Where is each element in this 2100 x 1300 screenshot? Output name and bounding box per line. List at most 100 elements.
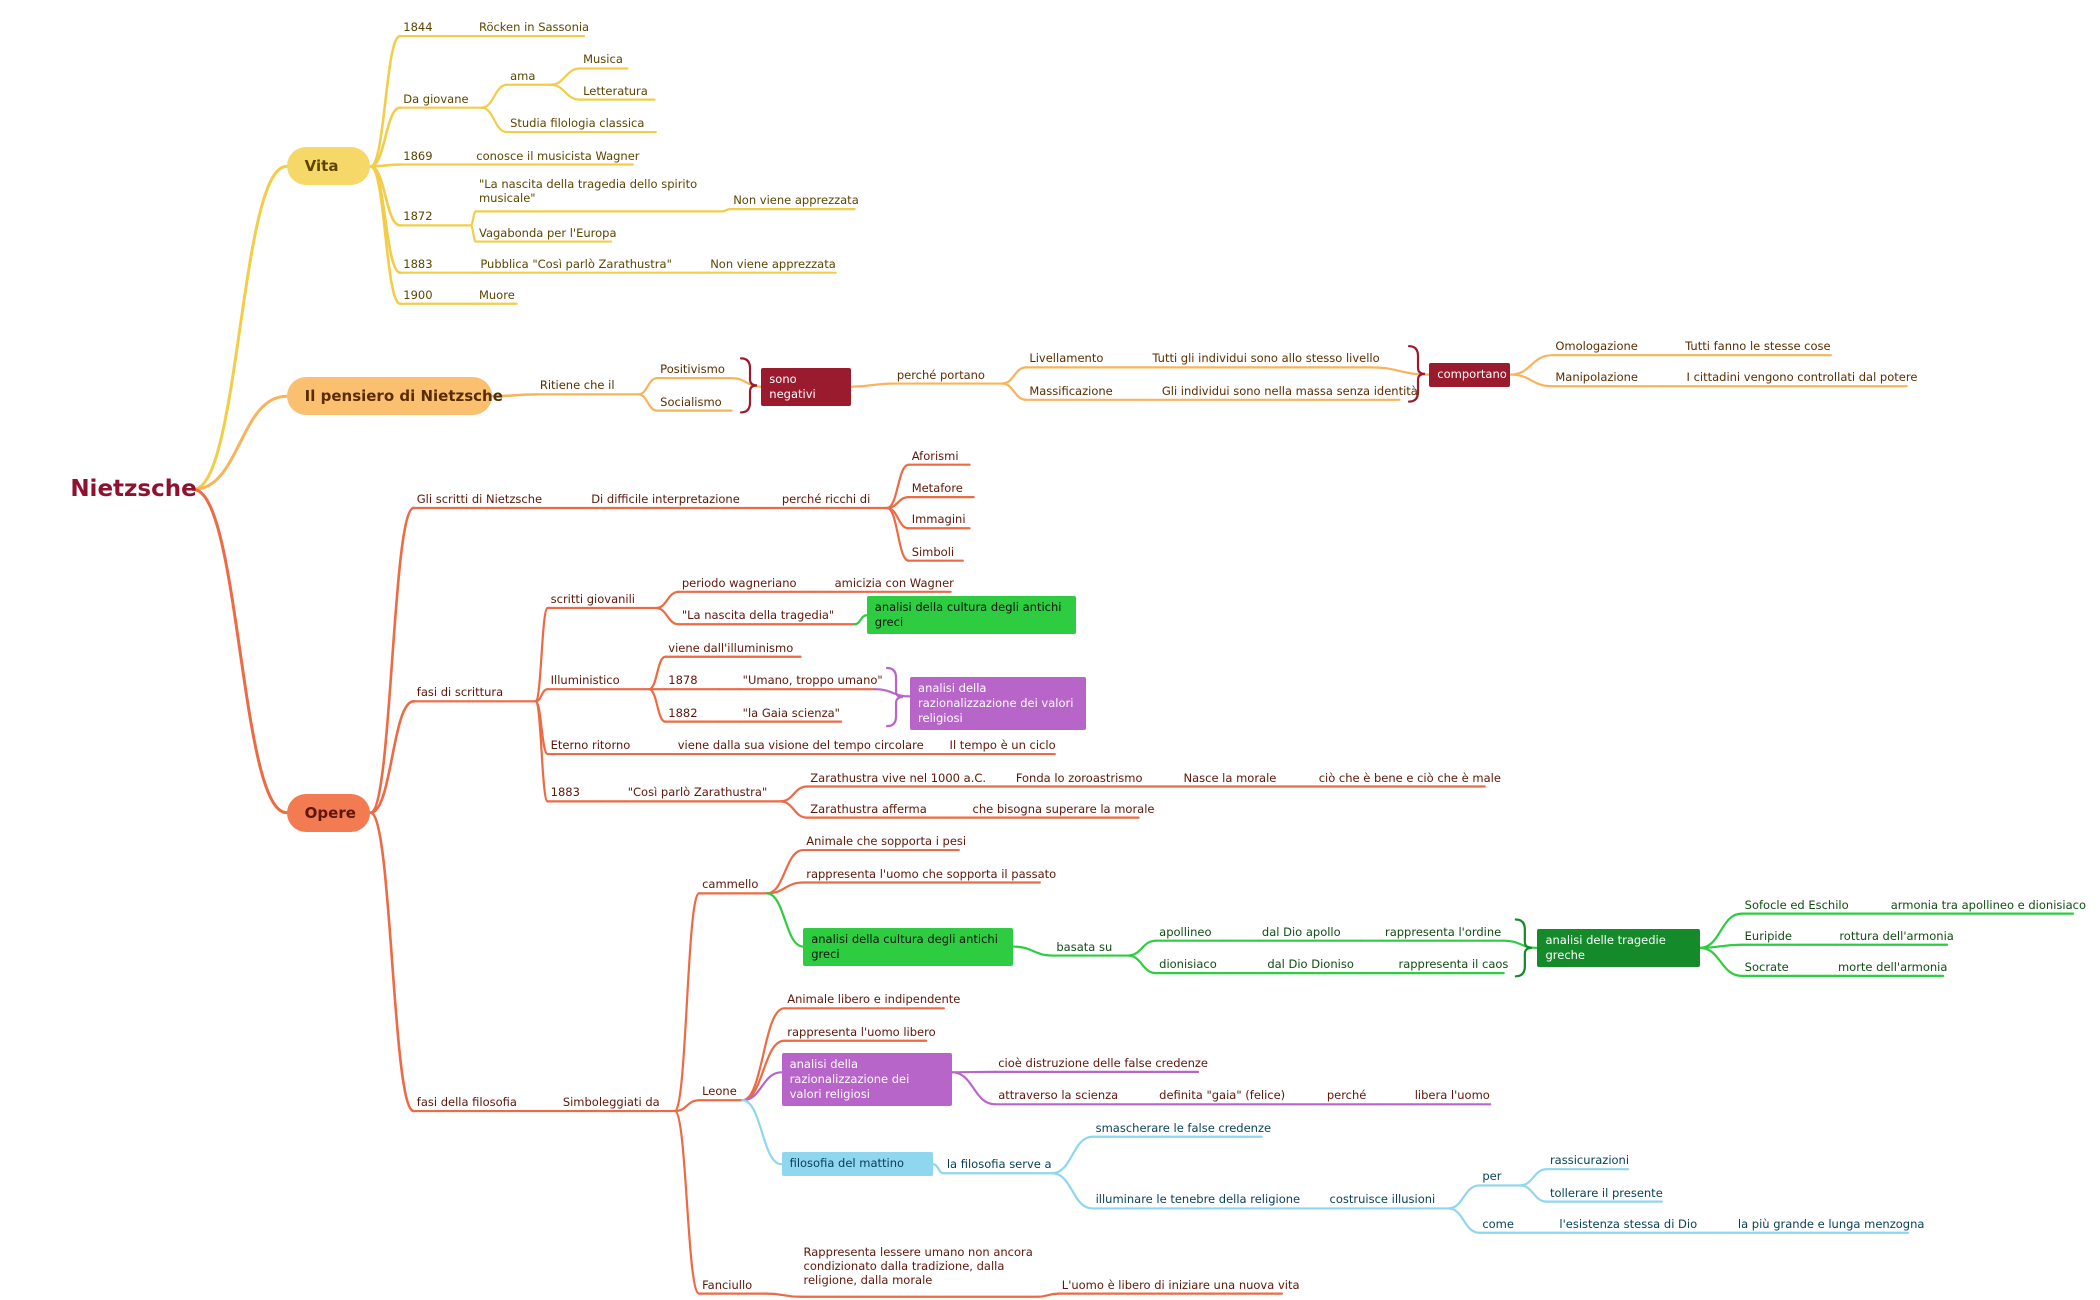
node-o9[interactable]: fasi di scrittura [416, 685, 504, 700]
node-o11[interactable]: periodo wagneriano [681, 575, 797, 590]
node-f11[interactable]: dionisiaco [1159, 957, 1217, 972]
node-o27[interactable]: Zarathustra vive nel 1000 a.C. [810, 770, 987, 785]
node-n5[interactable]: ama [510, 68, 536, 83]
node-f14[interactable]: analisi delle tragedie greche [1537, 928, 1700, 967]
node-n18[interactable]: 1900 [403, 287, 433, 302]
node-o21[interactable]: analisi della razionalizzazione dei valo… [910, 677, 1086, 731]
node-p5[interactable]: sono negativi [761, 367, 851, 406]
node-p15[interactable]: I cittadini vengono controllati dal pote… [1686, 370, 1918, 385]
node-f26[interactable]: attraverso la scienza [998, 1088, 1119, 1103]
node-f1[interactable]: fasi della filosofia [416, 1095, 517, 1110]
node-f32[interactable]: smascherare le false credenze [1095, 1120, 1272, 1135]
node-f30[interactable]: filosofia del mattino [781, 1152, 934, 1177]
node-n16[interactable]: Pubblica "Così parlò Zarathustra" [480, 256, 672, 271]
node-o26[interactable]: "Così parlò Zarathustra" [627, 785, 768, 800]
node-f38[interactable]: come [1482, 1216, 1514, 1231]
node-p6[interactable]: perché portano [896, 367, 985, 382]
node-f37[interactable]: tollerare il presente [1549, 1185, 1663, 1200]
node-f4[interactable]: Animale che sopporta i pesi [806, 834, 967, 849]
node-n1[interactable]: Vita [286, 147, 371, 186]
node-f29[interactable]: libera l'uomo [1414, 1088, 1490, 1103]
node-p1[interactable]: Il pensiero di Nietzsche [286, 377, 503, 416]
node-p8[interactable]: Tutti gli individui sono allo stesso liv… [1152, 351, 1380, 366]
node-f43[interactable]: L'uomo è libero di iniziare una nuova vi… [1061, 1277, 1300, 1292]
node-n19[interactable]: Muore [478, 287, 515, 302]
node-f27[interactable]: definita "gaia" (felice) [1159, 1088, 1286, 1103]
node-f28[interactable]: perché [1326, 1088, 1367, 1103]
node-f36[interactable]: rassicurazioni [1549, 1153, 1630, 1168]
node-f6[interactable]: analisi della cultura degli antichi grec… [803, 927, 1013, 966]
node-f19[interactable]: Socrate [1744, 959, 1789, 974]
node-o1[interactable]: Opere [286, 793, 371, 832]
node-o2[interactable]: Gli scritti di Nietzsche [416, 491, 543, 506]
node-o17[interactable]: 1878 [668, 673, 698, 688]
node-f35[interactable]: per [1482, 1169, 1502, 1184]
node-n8[interactable]: Studia filologia classica [510, 116, 645, 131]
node-f23[interactable]: rappresenta l'uomo libero [787, 1024, 936, 1039]
node-f16[interactable]: armonia tra apollineo e dionisiaco [1890, 897, 2086, 912]
node-p11[interactable]: comportano [1429, 362, 1511, 387]
root-node[interactable]: Nietzsche [70, 475, 197, 502]
node-p14[interactable]: Manipolazione [1555, 370, 1639, 385]
node-f17[interactable]: Euripide [1744, 928, 1793, 943]
node-f33[interactable]: illuminare le tenebre della religione [1095, 1192, 1301, 1207]
node-o19[interactable]: 1882 [668, 705, 698, 720]
node-o3[interactable]: Di difficile interpretazione [591, 491, 740, 506]
node-o20[interactable]: "la Gaia scienza" [742, 705, 840, 720]
node-f3[interactable]: cammello [702, 877, 759, 892]
node-o4[interactable]: perché ricchi di [781, 491, 871, 506]
node-n17[interactable]: Non viene apprezzata [710, 256, 836, 271]
node-f2[interactable]: Simboleggiati da [562, 1095, 660, 1110]
node-f10[interactable]: rappresenta l'ordine [1384, 924, 1502, 939]
node-o29[interactable]: Nasce la morale [1183, 770, 1277, 785]
node-o25[interactable]: 1883 [550, 785, 580, 800]
node-f39[interactable]: l'esistenza stessa di Dio [1559, 1216, 1698, 1231]
node-n2[interactable]: 1844 [403, 20, 433, 35]
node-p4[interactable]: Socialismo [660, 394, 722, 409]
node-n12[interactable]: "La nascita della tragedia dello spirito… [478, 177, 698, 206]
node-p10[interactable]: Gli individui sono nella massa senza ide… [1161, 383, 1418, 398]
node-f34[interactable]: costruisce illusioni [1329, 1192, 1436, 1207]
node-o28[interactable]: Fonda lo zoroastrismo [1015, 770, 1143, 785]
node-p2[interactable]: Ritiene che il [539, 378, 615, 393]
node-o30[interactable]: ciò che è bene e ciò che è male [1318, 770, 1501, 785]
node-o22[interactable]: Eterno ritorno [550, 738, 631, 753]
node-o7[interactable]: Immagini [911, 512, 966, 527]
node-p12[interactable]: Omologazione [1555, 339, 1638, 354]
node-f31[interactable]: la filosofia serve a [946, 1157, 1052, 1172]
node-n6[interactable]: Musica [583, 52, 623, 67]
node-o8[interactable]: Simboli [911, 544, 955, 559]
node-n14[interactable]: Vagabonda per l'Europa [478, 225, 617, 240]
node-f24[interactable]: analisi della razionalizzazione dei valo… [781, 1053, 952, 1107]
node-f41[interactable]: Fanciullo [702, 1277, 753, 1292]
node-p9[interactable]: Massificazione [1029, 383, 1113, 398]
node-o5[interactable]: Aforismi [911, 448, 959, 463]
node-n15[interactable]: 1883 [403, 256, 433, 271]
node-n11[interactable]: 1872 [403, 209, 433, 224]
node-f25[interactable]: cioè distruzione delle false credenze [998, 1055, 1208, 1070]
node-o13[interactable]: "La nascita della tragedia" [681, 608, 835, 623]
node-p13[interactable]: Tutti fanno le stesse cose [1685, 339, 1831, 354]
node-n13[interactable]: Non viene apprezzata [733, 193, 859, 208]
node-n7[interactable]: Letteratura [583, 83, 648, 98]
node-o18[interactable]: "Umano, troppo umano" [742, 673, 883, 688]
node-o10[interactable]: scritti giovanili [550, 592, 636, 607]
node-f42[interactable]: Rappresenta lessere umano non ancora con… [803, 1244, 1033, 1287]
node-o16[interactable]: viene dall'illuminismo [668, 640, 794, 655]
node-n10[interactable]: conosce il musicista Wagner [476, 148, 640, 163]
node-f40[interactable]: la più grande e lunga menzogna [1737, 1216, 1925, 1231]
node-f8[interactable]: apollineo [1159, 924, 1212, 939]
node-f20[interactable]: morte dell'armonia [1837, 959, 1948, 974]
node-o6[interactable]: Metafore [911, 481, 963, 496]
node-p3[interactable]: Positivismo [660, 362, 725, 377]
node-n4[interactable]: Da giovane [403, 91, 469, 106]
node-p7[interactable]: Livellamento [1029, 351, 1104, 366]
node-f7[interactable]: basata su [1056, 939, 1113, 954]
node-f18[interactable]: rottura dell'armonia [1839, 928, 1954, 943]
node-o23[interactable]: viene dalla sua visione del tempo circol… [677, 738, 924, 753]
node-f9[interactable]: dal Dio apollo [1261, 924, 1341, 939]
node-o31[interactable]: Zarathustra afferma [810, 801, 927, 816]
node-o15[interactable]: Illuministico [550, 673, 620, 688]
node-n3[interactable]: Röcken in Sassonia [478, 20, 590, 35]
node-f15[interactable]: Sofocle ed Eschilo [1744, 897, 1849, 912]
